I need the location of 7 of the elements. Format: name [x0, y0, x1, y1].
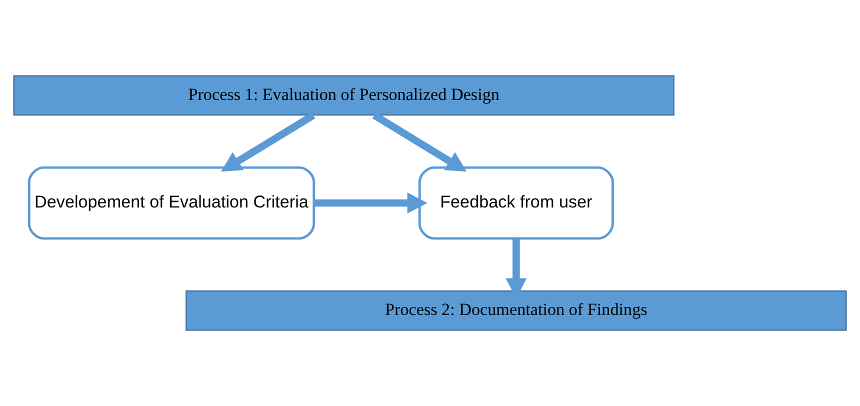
- arrow: [220, 112, 316, 172]
- node-box: Process 2: Documentation of Findings: [186, 290, 847, 331]
- arrow: [314, 192, 428, 214]
- node-box: Process 1: Evaluation of Personalized Design: [13, 75, 674, 116]
- node-box: Feedback from user: [418, 166, 614, 240]
- node-box: Developement of Evaluation Criteria: [28, 166, 316, 240]
- arrow: [372, 112, 467, 172]
